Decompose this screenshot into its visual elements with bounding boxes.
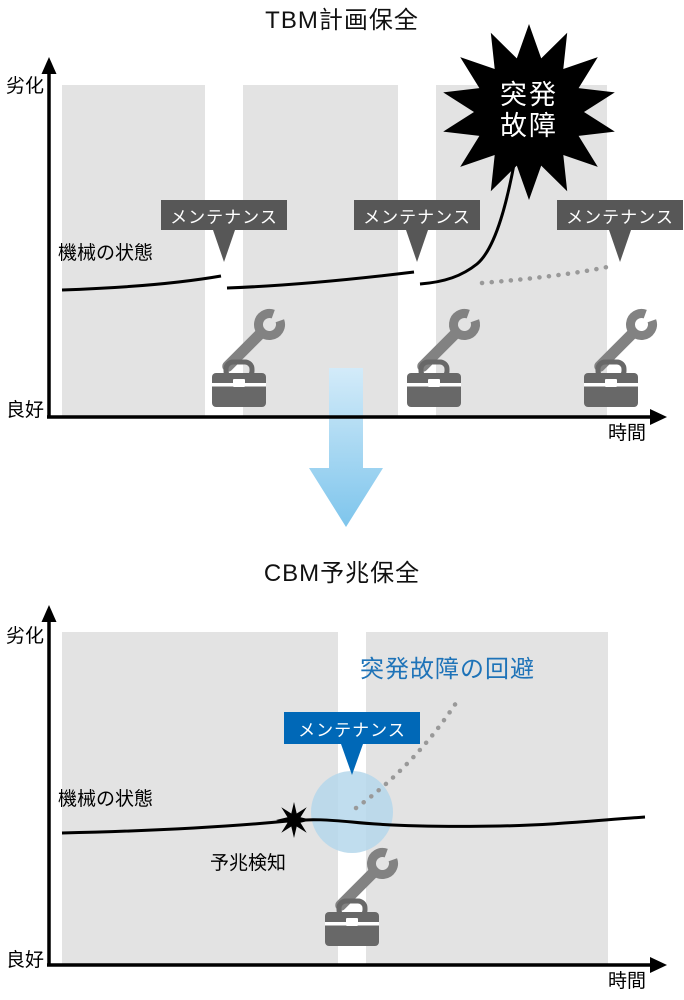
sudden-failure-label: 突発 故障 [459, 80, 599, 142]
cbm-y-axis-top-label: 劣化 [6, 626, 45, 647]
cbm-interval-blocks [62, 632, 608, 965]
sign-detection-label: 予兆検知 [210, 853, 287, 874]
maintenance-highlight-circle [311, 771, 393, 853]
callout-pointer [609, 230, 631, 262]
cbm-machine-state-label: 機械の状態 [58, 789, 154, 810]
sudden-failure-label-line2: 故障 [500, 111, 558, 141]
tbm-planned-dotted-line [479, 263, 615, 286]
callout-pointer [341, 744, 363, 775]
cbm-y-axis-bottom-label: 良好 [6, 950, 45, 971]
tbm-chart-title: TBM計画保全 [265, 7, 419, 34]
tbm-y-axis-top-label: 劣化 [6, 76, 45, 97]
cbm-chart-title: CBM予兆保全 [263, 560, 421, 587]
tbm-x-axis-label: 時間 [608, 423, 647, 444]
callout-pointer [406, 230, 428, 262]
tbm-machine-state-label: 機械の状態 [58, 243, 154, 264]
tbm-axes [41, 57, 667, 425]
sign-detection-burst [276, 802, 312, 838]
sudden-failure-burst starburst-icon [443, 24, 615, 200]
sudden-failure-label-line1: 突発 [500, 80, 558, 110]
cbm-x-axis-label: 時間 [608, 971, 647, 992]
tbm-maintenance-callout-3: メンテナンス [557, 200, 683, 230]
cbm-machine-state-line [61, 815, 646, 835]
tbm-machine-state-line [61, 147, 519, 292]
tbm-interval-blocks [62, 85, 607, 417]
failure-avoidance-label: 突発故障の回避 [360, 656, 535, 683]
cbm-axes [41, 605, 667, 973]
callout-pointer [213, 230, 235, 262]
tbm-maintenance-callout-2: メンテナンス [354, 200, 480, 230]
down-arrow-icon [309, 368, 383, 527]
cbm-maintenance-callout: メンテナンス [284, 712, 420, 744]
tbm-maintenance-callout-1: メンテナンス [161, 200, 287, 230]
tbm-y-axis-bottom-label: 良好 [6, 400, 45, 421]
